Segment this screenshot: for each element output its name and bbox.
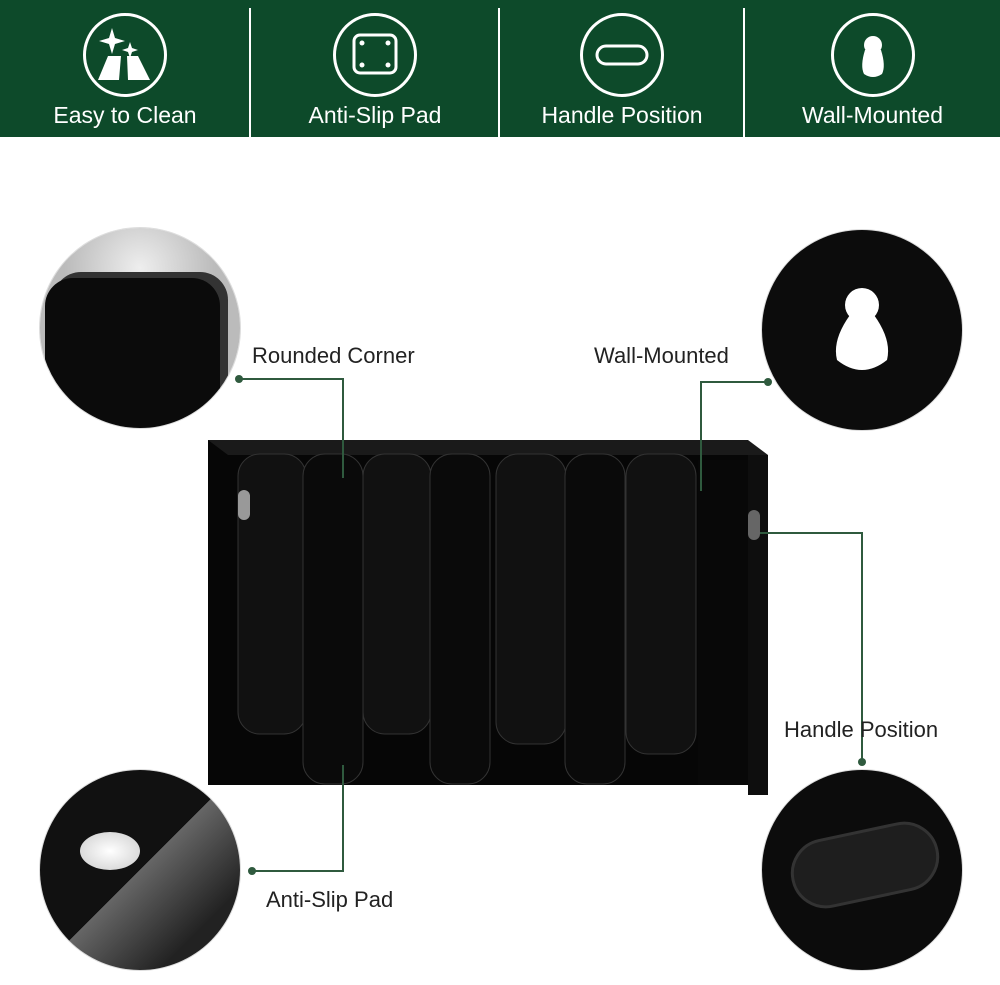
callout-line — [252, 870, 344, 872]
callout-line — [342, 765, 344, 871]
callout-dot — [248, 867, 256, 875]
feature-label: Handle Position — [541, 102, 703, 128]
sparkle-floor-icon — [83, 13, 167, 97]
feature-wall-mounted: Wall-Mounted — [745, 0, 1000, 137]
feature-label: Anti-Slip Pad — [308, 102, 442, 128]
handle-position-detail — [762, 770, 962, 970]
divider — [249, 8, 251, 137]
callout-anti-slip-pad: Anti-Slip Pad — [266, 887, 394, 912]
callout-handle-position: Handle Position — [784, 717, 939, 742]
callout-dot — [858, 758, 866, 766]
callout-line — [700, 381, 702, 491]
callout-rounded-corner: Rounded Corner — [252, 343, 415, 368]
feature-label: Wall-Mounted — [801, 102, 944, 128]
cup-holder-product — [208, 440, 778, 800]
wall-mounted-detail — [762, 230, 962, 430]
callout-line — [861, 532, 863, 762]
divider — [743, 8, 745, 137]
feature-anti-slip-pad: Anti-Slip Pad — [251, 0, 499, 137]
keyhole-icon — [830, 13, 915, 97]
anti-slip-pad-detail — [40, 770, 240, 970]
callout-line — [700, 381, 768, 383]
handle-slot-icon — [580, 13, 664, 97]
callout-line — [239, 378, 343, 380]
rounded-corner-detail — [40, 228, 240, 428]
feature-header: Easy to Clean Anti-Slip Pad Handle Posit… — [0, 0, 1000, 137]
feature-label: Easy to Clean — [53, 102, 197, 128]
divider — [498, 8, 500, 137]
callout-wall-mounted: Wall-Mounted — [594, 343, 729, 368]
callout-dot — [764, 378, 772, 386]
pad-icon — [333, 13, 417, 97]
callout-line — [342, 378, 344, 478]
callout-line — [760, 532, 862, 534]
feature-handle-position: Handle Position — [500, 0, 744, 137]
feature-easy-to-clean: Easy to Clean — [0, 0, 250, 137]
